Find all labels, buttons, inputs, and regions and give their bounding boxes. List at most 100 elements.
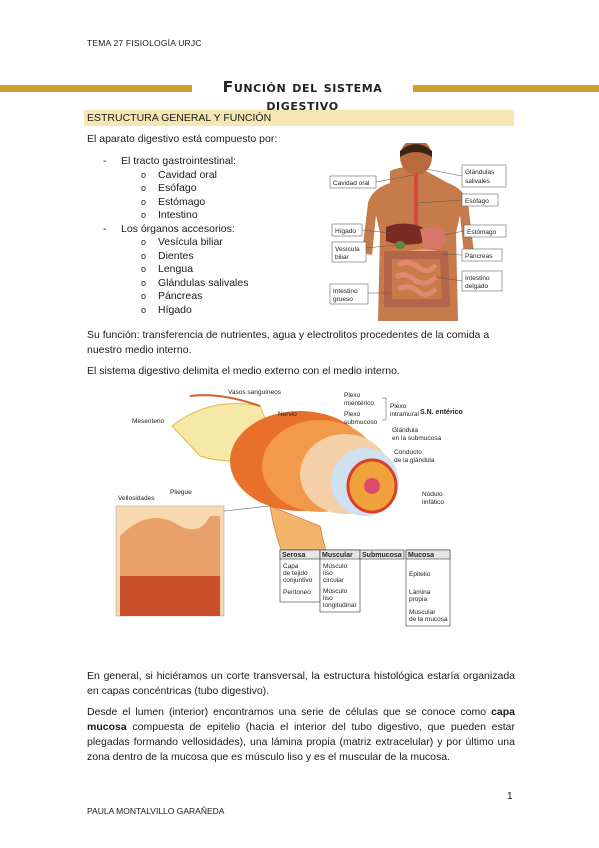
list-item: o Lengua	[103, 263, 248, 277]
bullet-icon: o	[141, 291, 147, 301]
label-mesenterio: Mesenterio	[132, 418, 165, 425]
lumen-text-bold: capa mucosa	[87, 706, 515, 733]
list-item-text: Esófago	[158, 182, 197, 194]
stomach-shape	[420, 227, 446, 251]
hair	[400, 144, 432, 157]
list-item-text: Dientes	[158, 249, 194, 262]
title-band: Función del sistema digestivo	[0, 78, 599, 114]
villi-muscle-shape	[120, 576, 220, 616]
list-dash: -	[103, 155, 107, 167]
lumen-text-end: compuesta de epitelio (hacia el interior…	[87, 721, 515, 763]
group-label: El tracto gastrointestinal:	[121, 155, 236, 167]
label-vesicula-biliar: Vesícula biliar	[331, 241, 397, 263]
label-plexo-intramural-2: intramural	[390, 411, 419, 418]
label-glandula-1: Glándula	[392, 427, 418, 434]
label-nervio: Nervio	[278, 411, 297, 418]
label-sn-enterico: S.N. entérico	[420, 409, 463, 416]
list-item-text: Intestino	[158, 209, 198, 221]
function-paragraph: Su función: transferencia de nutrientes,…	[87, 329, 490, 356]
svg-text:grueso: grueso	[333, 296, 353, 303]
group-label: Los órganos accesorios:	[121, 222, 235, 235]
svg-text:de la mucosa: de la mucosa	[409, 616, 448, 623]
label-pancreas: Páncreas	[441, 248, 503, 262]
bullet-icon: o	[141, 250, 147, 261]
svg-text:Músculo: Músculo	[323, 588, 348, 595]
label-vellosidades: Vellosidades	[118, 495, 155, 502]
list-item-text: Lengua	[158, 263, 194, 275]
list-item-text: Hígado	[158, 303, 192, 316]
label-intestino-delgado: Intestino delgado	[435, 270, 503, 292]
svg-text:Cavidad oral: Cavidad oral	[333, 180, 370, 187]
svg-text:propia: propia	[409, 596, 427, 603]
svg-text:de tejido: de tejido	[283, 570, 308, 577]
bullet-icon: o	[141, 169, 147, 180]
lumen-text-start: Desde el lumen (interior) encontramos un…	[87, 706, 492, 718]
svg-text:Glándulas: Glándulas	[465, 169, 495, 176]
page-title: Función del sistema digestivo	[222, 78, 383, 114]
svg-text:Muscular: Muscular	[409, 609, 436, 616]
bullet-icon: o	[141, 264, 147, 274]
blood-vessels-shape	[189, 394, 261, 407]
list-item: o Hígado	[103, 304, 248, 318]
svg-text:Hígado: Hígado	[335, 228, 356, 235]
bullet-icon: o	[141, 196, 147, 207]
list-item: o Dientes	[103, 250, 248, 264]
svg-text:Intestino: Intestino	[465, 275, 490, 282]
list-dash: -	[103, 222, 107, 235]
label-conducto-1: Conducto	[394, 449, 422, 456]
label-plexo-mienterico-1: Plexo	[344, 392, 361, 399]
bullet-icon: o	[141, 183, 147, 193]
svg-text:circular: circular	[323, 577, 345, 584]
title-rule-left	[0, 85, 192, 92]
svg-text:delgado: delgado	[465, 283, 489, 290]
svg-text:Serosa: Serosa	[282, 552, 305, 559]
label-conducto-2: de la glándula	[394, 457, 435, 464]
page-number: 1	[507, 791, 513, 802]
svg-text:Epitelio: Epitelio	[409, 571, 431, 578]
group-digestive-tract: - El tracto gastrointestinal:	[103, 155, 248, 169]
label-vasos: Vasos sanguíneos	[228, 389, 282, 396]
legend-serosa: Serosa Capa de tejido conjuntivo Periton…	[279, 549, 321, 603]
svg-text:salivales: salivales	[465, 178, 491, 185]
label-estomago: Estómago	[443, 224, 507, 238]
limit-paragraph: El sistema digestivo delimita el medio e…	[87, 365, 400, 377]
page-header: TEMA 27 FISIOLOGÍA URJC	[87, 38, 202, 48]
label-plexo-mienterico-2: mientérico	[344, 400, 374, 407]
label-higado: Hígado	[331, 223, 391, 237]
digestive-wall-figure: Vasos sanguíneos Mesenterio Nervio Plexo…	[115, 389, 463, 627]
label-plexo-intramural-1: Plexo	[390, 403, 407, 410]
list-item-text: Glándulas salivales	[158, 276, 249, 289]
gallbladder-shape	[395, 241, 405, 249]
small-intestine-shape	[394, 259, 438, 297]
svg-text:Vesícula: Vesícula	[335, 246, 360, 253]
svg-text:Muscular: Muscular	[322, 552, 353, 559]
label-plexo-submucoso-1: Plexo	[344, 411, 361, 418]
lumen-core-shape	[364, 478, 380, 494]
page-footer: PAULA MONTALVILLO GARAÑEDA	[87, 806, 225, 816]
label-plexo-submucoso-2: submucoso	[344, 419, 378, 426]
section-heading: ESTRUCTURA GENERAL Y FUNCIÓN	[84, 110, 514, 126]
label-esofago: Esófago	[417, 193, 499, 207]
label-cavidad-oral: Cavidad oral	[329, 174, 415, 189]
svg-text:Estómago: Estómago	[467, 229, 497, 236]
bullet-icon: o	[141, 304, 147, 315]
list-item: o Esófago	[103, 182, 248, 196]
svg-text:Esófago: Esófago	[465, 198, 489, 205]
liver-shape	[386, 223, 426, 245]
svg-text:Lámina: Lámina	[409, 589, 431, 596]
svg-text:liso: liso	[323, 595, 333, 602]
group-accessory-organs: - Los órganos accesorios:	[103, 223, 248, 237]
svg-text:Mucosa: Mucosa	[408, 552, 434, 559]
label-glandulas-salivales: Glándulas salivales	[425, 164, 507, 188]
svg-text:liso: liso	[323, 570, 333, 577]
large-intestine-shape	[384, 251, 451, 307]
svg-text:conjuntivo: conjuntivo	[283, 577, 313, 584]
svg-text:Páncreas: Páncreas	[465, 253, 493, 260]
